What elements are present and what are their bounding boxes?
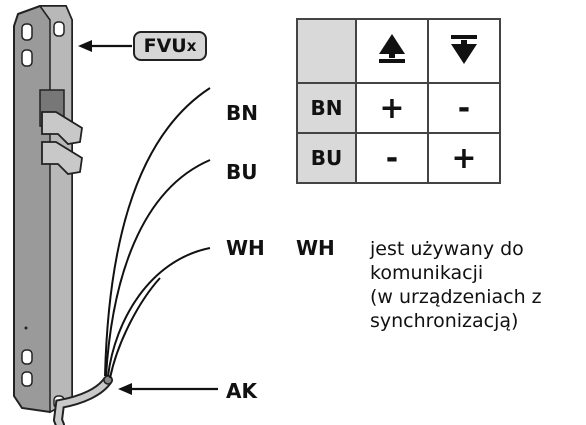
wh-note-line: jest używany do [370,238,524,260]
wh-note-line: synchronizacją) [370,310,519,332]
cell-up: + [355,82,429,134]
table-row: BN + - [296,82,501,134]
wire-label-wh: WH [226,236,265,260]
header-up [355,18,429,84]
wire-label-ak: AK [226,379,257,403]
row-label: BU [296,132,357,184]
down-arrow-icon [451,34,477,64]
wire-lines [104,87,211,379]
device-tag-sub: x [186,37,197,55]
pointer-arrows [78,40,218,395]
wh-note-text: jest używany do komunikacji (w urządzeni… [370,237,586,333]
table-corner [296,18,357,84]
wire-label-bu: BU [226,160,258,184]
device-tag-main: FVU [143,35,187,57]
cell-down: + [427,132,501,184]
wh-note-label: WH [296,236,335,260]
wh-note-line: komunikacji [370,262,484,284]
device-body [13,5,83,414]
wh-note-line: (w urządzeniach z [370,286,542,308]
row-label: BN [296,82,357,134]
wire-label-bn: BN [226,101,258,125]
cell-down: - [427,82,501,134]
polarity-table: BN + - BU - + [296,18,501,184]
cell-up: - [355,132,429,184]
table-row: BU - + [296,132,501,184]
up-arrow-icon [379,33,405,63]
header-down [427,18,501,84]
